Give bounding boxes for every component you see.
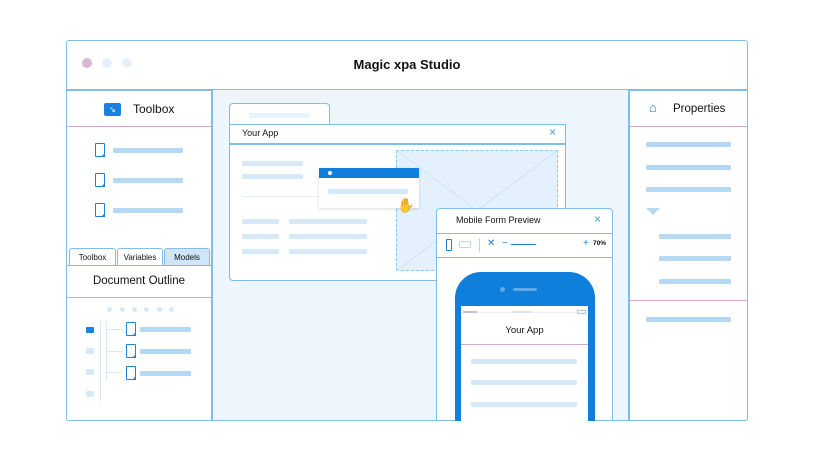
landscape-icon[interactable] [459,241,471,248]
outline-item[interactable] [140,327,191,332]
file-icon [95,173,105,187]
window-close-dot[interactable] [82,58,92,68]
property-row[interactable] [659,234,731,239]
expand-triangle-icon[interactable] [646,208,660,215]
file-icon [95,203,105,217]
zoom-level: 70% [593,240,607,247]
folder-icon: ↘ [104,103,121,116]
property-row[interactable] [659,279,731,284]
folder-icon[interactable] [86,348,94,354]
zoom-in-button[interactable]: + [583,238,589,249]
property-row[interactable] [646,187,731,192]
toolbox-item[interactable] [113,178,183,183]
fit-icon[interactable]: ✕ [487,238,496,249]
properties-title: Properties [673,103,726,115]
folder-icon[interactable] [86,369,94,375]
toolbox-item[interactable] [113,148,183,153]
divider [67,265,211,266]
property-row[interactable] [646,317,731,322]
file-icon [95,143,105,157]
divider [67,297,211,298]
outline-title: Document Outline [92,275,186,287]
zoom-out-button[interactable]: − [502,238,508,249]
divider [67,126,211,127]
mobile-preview-title: Mobile Form Preview [456,215,541,225]
app-window-title: Your App [242,128,279,138]
property-row[interactable] [659,256,731,261]
phone-app-title: Your App [505,325,544,336]
outline-item[interactable] [140,349,191,354]
file-icon [126,344,136,358]
close-icon[interactable]: × [594,212,602,226]
toolbox-title: Toolbox [133,102,175,116]
tab-toolbox[interactable]: Toolbox [69,248,116,265]
folder-icon[interactable] [86,391,94,397]
tab-models[interactable]: Models [164,248,210,265]
file-icon [126,366,136,380]
property-row[interactable] [646,142,731,147]
zoom-slider[interactable] [511,244,536,245]
window-minimize-dot[interactable] [102,58,112,68]
property-row[interactable] [646,165,731,170]
tab-variables[interactable]: Variables [117,248,163,265]
file-icon [126,322,136,336]
folder-icon[interactable] [86,327,94,333]
left-panel-divider [211,90,213,420]
hand-cursor-icon: ✋ [397,197,415,213]
home-icon: ⌂ [649,100,657,115]
outline-item[interactable] [140,371,191,376]
toolbox-item[interactable] [113,208,183,213]
portrait-icon[interactable] [446,239,452,251]
window-maximize-dot[interactable] [122,58,132,68]
titlebar-divider [67,89,747,91]
close-icon[interactable]: × [549,125,557,139]
window-title: Magic xpa Studio [353,57,461,72]
